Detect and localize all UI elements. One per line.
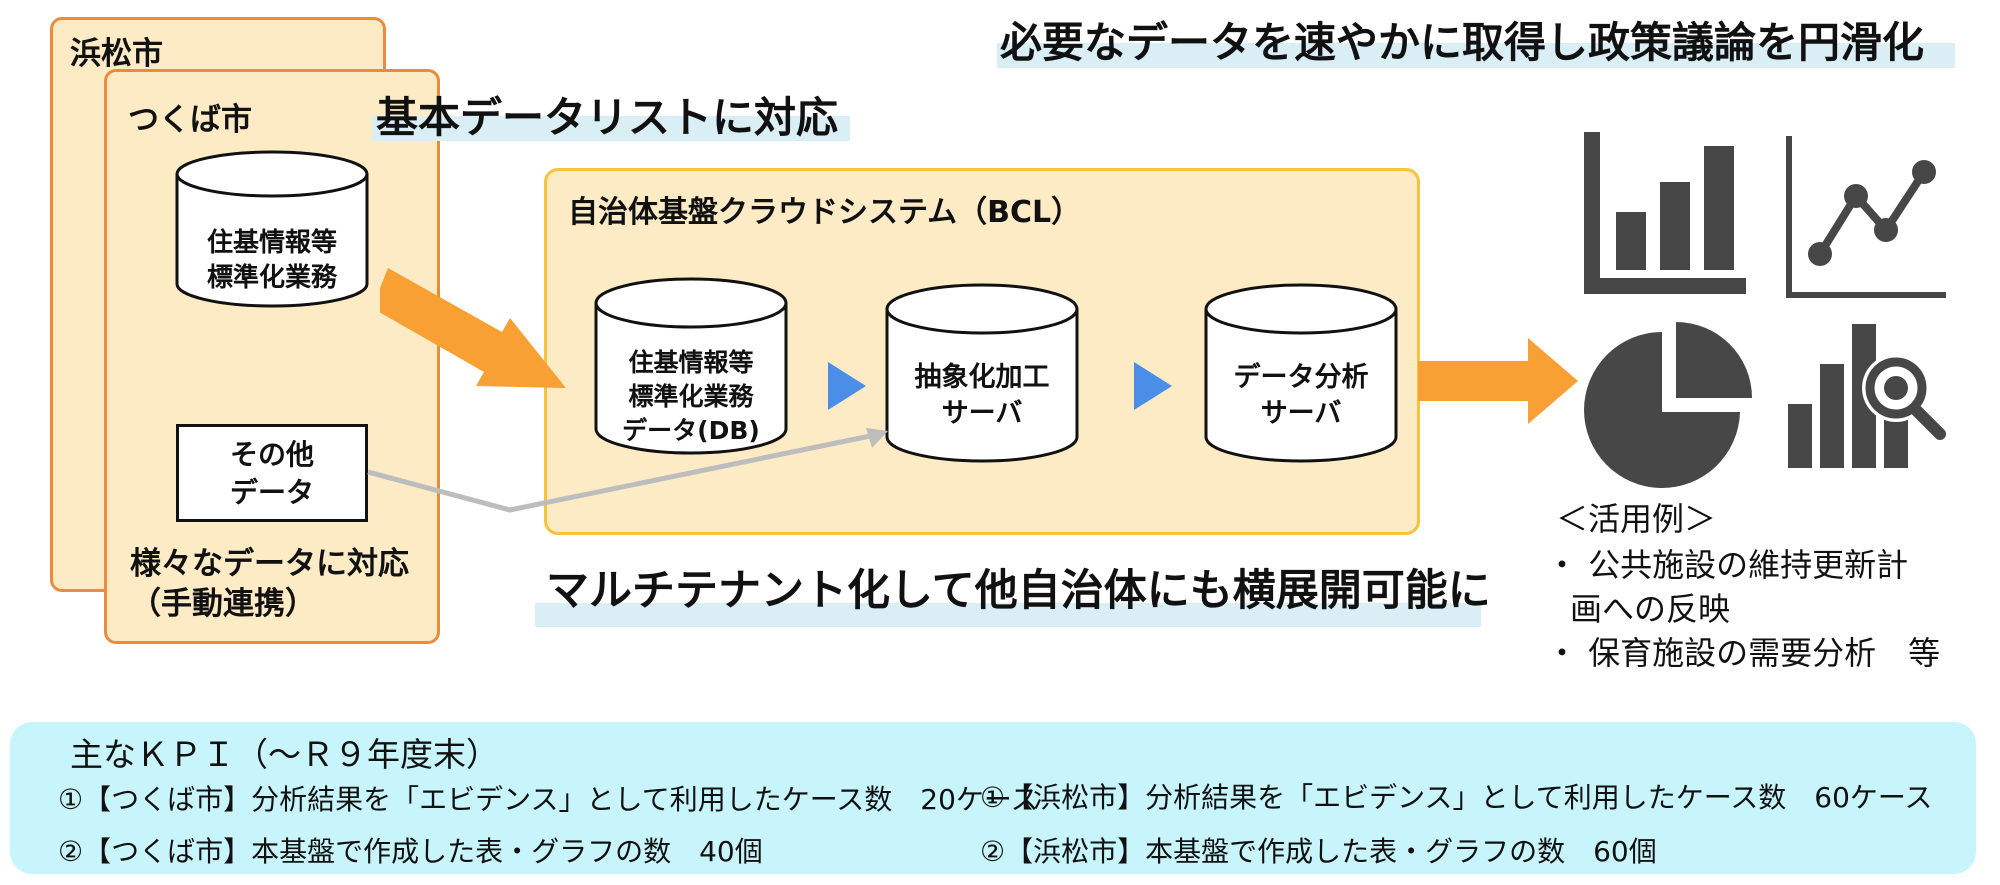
kpi-left-item-1: ①【つくば市】分析結果を「エビデンス」として利用したケース数 20ケース [58,783,1039,816]
manual-link-arrow-icon [367,428,888,513]
bcl-db-line2: 標準化業務 [628,381,754,411]
flow-triangle-2-icon [1134,362,1172,410]
basic-data-headline: 基本データリストに対応 [376,93,839,142]
other-data-line1: その他 [229,438,314,471]
local-db-label-line1: 住基情報等 [206,228,337,258]
line-chart-icon [1786,136,1946,298]
multitenant-headline-bar [535,603,1481,627]
import-arrow-icon [380,268,566,388]
analysis-server-line2: サーバ [1260,398,1342,430]
top-right-headline: 必要なデータを速やかに取得し政策議論を円滑化 [1000,18,1925,67]
hamamatsu-label: 浜松市 [70,36,163,72]
kpi-right-item-1: ①【浜松市】分析結果を「エビデンス」として利用したケース数 60ケース [980,781,1933,814]
flow-triangle-1-icon [828,362,866,410]
various-data-text: 様々なデータに対応 （手動連携） [130,544,409,625]
other-data-box [176,424,368,522]
kpi-panel [10,722,1976,874]
usage-heading: ＜活用例＞ [1556,500,1717,538]
chart-search-icon [1788,324,1946,468]
local-db-cylinder [175,150,369,308]
abstraction-server-line1: 抽象化加工 [914,362,1050,393]
local-db-label-line2: 標準化業務 [206,263,337,294]
usage-line-1: ・ 公共施設の維持更新計 [1546,546,1909,584]
pie-chart-icon [1584,322,1752,488]
other-data-label: その他 データ [176,436,368,512]
basic-data-headline-bar [372,116,850,141]
local-db-label: 住基情報等 標準化業務 [174,226,370,296]
kpi-right-item-2: ②【浜松市】本基盤で作成した表・グラフの数 60個 [980,835,1657,868]
bar-chart-icon [1584,132,1746,294]
bcl-db-label: 住基情報等 標準化業務 データ(DB) [593,346,789,447]
abstraction-server-cylinder [885,283,1079,463]
various-data-line1: 様々なデータに対応 [130,546,409,582]
analysis-server-line1: データ分析 [1233,362,1369,393]
usage-line-3: ・ 保育施設の需要分析 等 [1546,634,1941,672]
bcl-db-cylinder [594,277,788,455]
abstraction-server-line2: サーバ [941,398,1023,430]
usage-line-2: 画への反映 [1570,590,1731,628]
kpi-title: 主なＫＰＩ（～Ｒ９年度末） [70,735,499,774]
bcl-system-title: 自治体基盤クラウドシステム（BCL） [568,195,1082,230]
bcl-db-line1: 住基情報等 [628,348,754,377]
various-data-line2: （手動連携） [130,586,316,623]
multitenant-headline: マルチテナント化して他自治体にも横展開可能に [546,566,1491,616]
analysis-server-cylinder [1204,283,1398,463]
bcl-db-line3: データ(DB) [622,415,760,445]
analysis-server-label: データ分析 サーバ [1203,360,1399,433]
abstraction-server-label: 抽象化加工 サーバ [884,360,1080,433]
output-arrow-icon [1418,338,1578,424]
top-right-headline-bar [997,43,1955,68]
other-data-line2: データ [229,475,314,509]
tsukuba-label: つくば市 [128,102,252,138]
kpi-left-item-2: ②【つくば市】本基盤で作成した表・グラフの数 40個 [58,835,763,868]
